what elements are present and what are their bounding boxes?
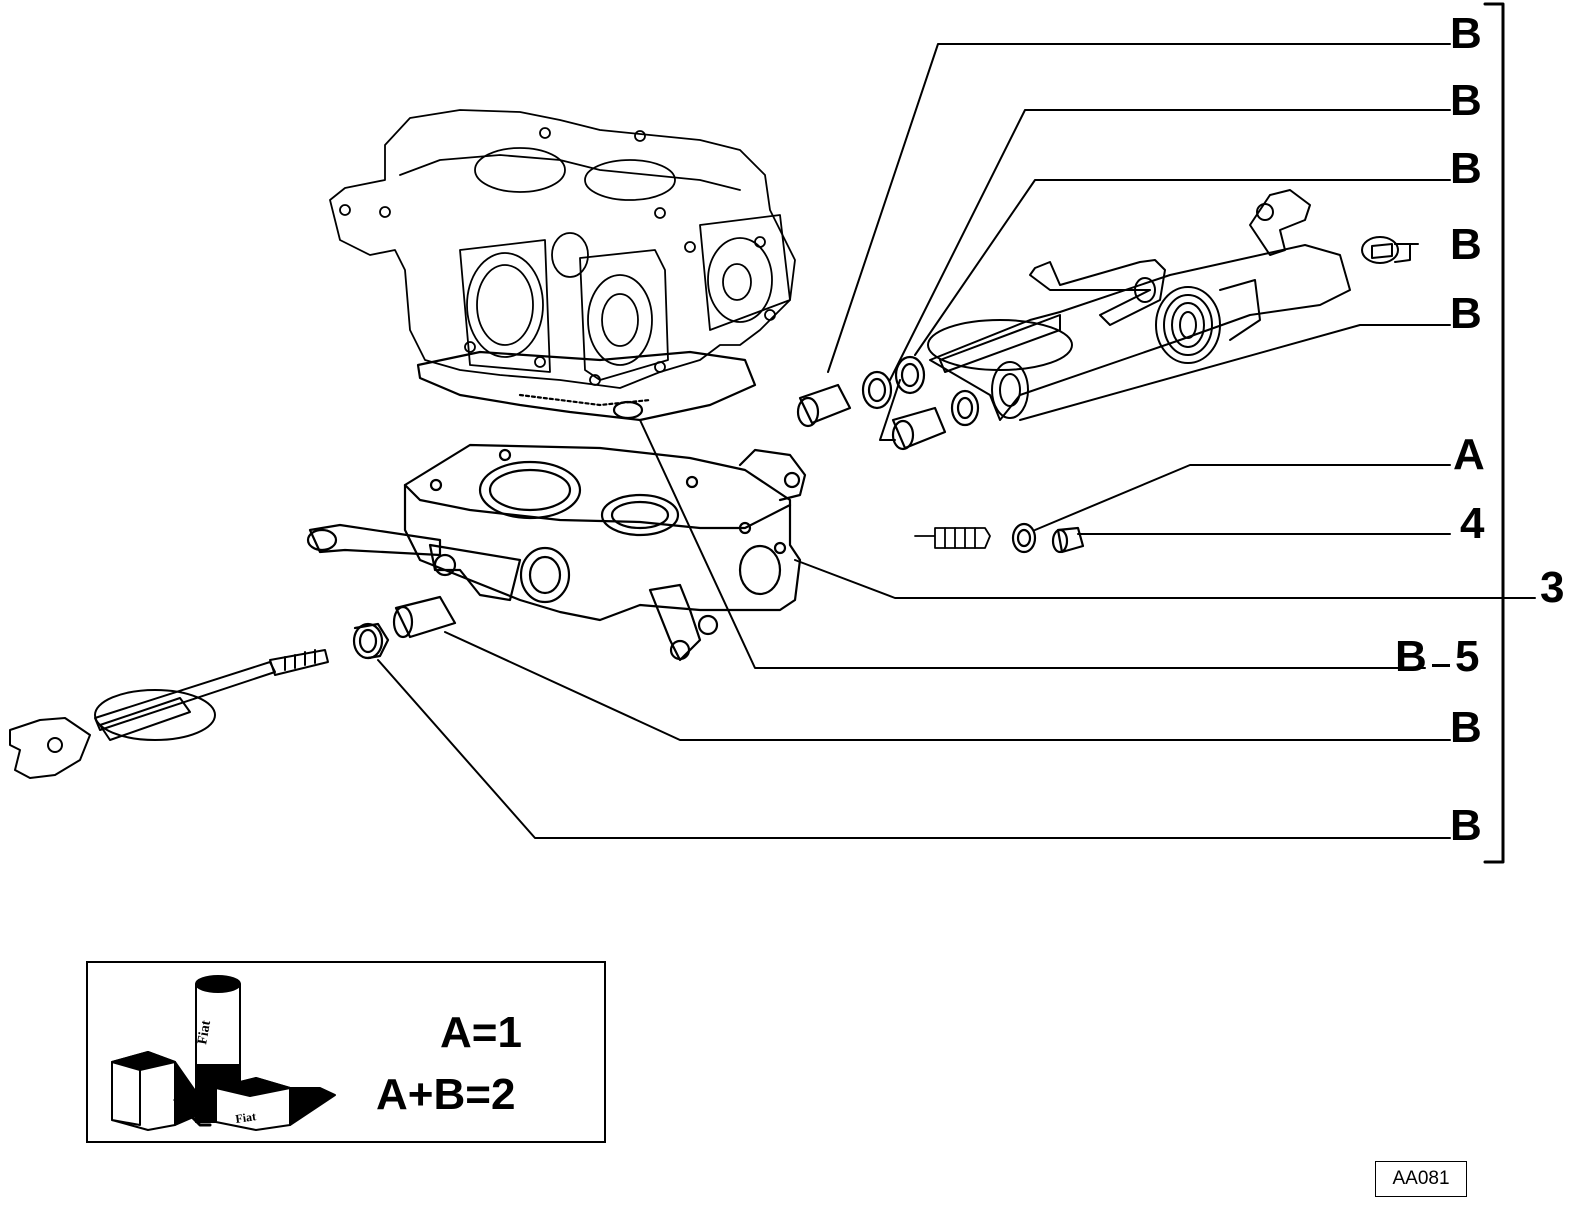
kit-icon	[111, 975, 336, 1131]
bushing-upper-2	[891, 406, 947, 451]
callout-b-5-dash	[1432, 664, 1450, 667]
callout-b-6: B	[1450, 703, 1482, 752]
carburettor-upper-body	[329, 109, 796, 389]
washer-upper-2	[894, 355, 926, 395]
callout-b-7: B	[1450, 801, 1482, 850]
callout-b-1: B	[1450, 9, 1482, 58]
callout-b-3: B	[1450, 144, 1482, 193]
throttle-body	[306, 443, 807, 662]
callout-b-2: B	[1450, 76, 1482, 125]
screw	[914, 527, 991, 549]
callout-a: A	[1453, 430, 1485, 479]
callout-b-5-number: 5	[1455, 632, 1480, 681]
washer-upper-3	[950, 389, 980, 427]
callout-4: 4	[1460, 499, 1485, 548]
kit-legend-ab: A+B=2	[376, 1070, 516, 1119]
kit-legend-box	[86, 961, 606, 1143]
callout-b-5-letter: B	[1395, 632, 1427, 681]
bushing-lower-1	[352, 622, 390, 660]
reference-code: AA081	[1375, 1161, 1467, 1197]
throttle-shaft-upper	[927, 189, 1411, 421]
callout-b-5: B	[1450, 289, 1482, 338]
callout-b-4: B	[1450, 220, 1482, 269]
leader-lines	[377, 43, 1536, 839]
kit-legend-a: A=1	[440, 1008, 522, 1057]
kit-can-label: Fiat	[195, 1019, 214, 1046]
bushing-lower-2	[392, 595, 457, 639]
group-bracket	[1483, 2, 1505, 864]
washer-a	[1011, 522, 1037, 554]
callout-3: 3	[1540, 563, 1565, 612]
washer-upper-1	[861, 370, 893, 410]
kit-box-label: Fiat	[234, 1109, 256, 1126]
bushing-upper-1	[796, 383, 852, 428]
gasket	[416, 350, 757, 422]
bushing-4	[1051, 526, 1085, 554]
throttle-shaft-lower	[9, 649, 329, 779]
